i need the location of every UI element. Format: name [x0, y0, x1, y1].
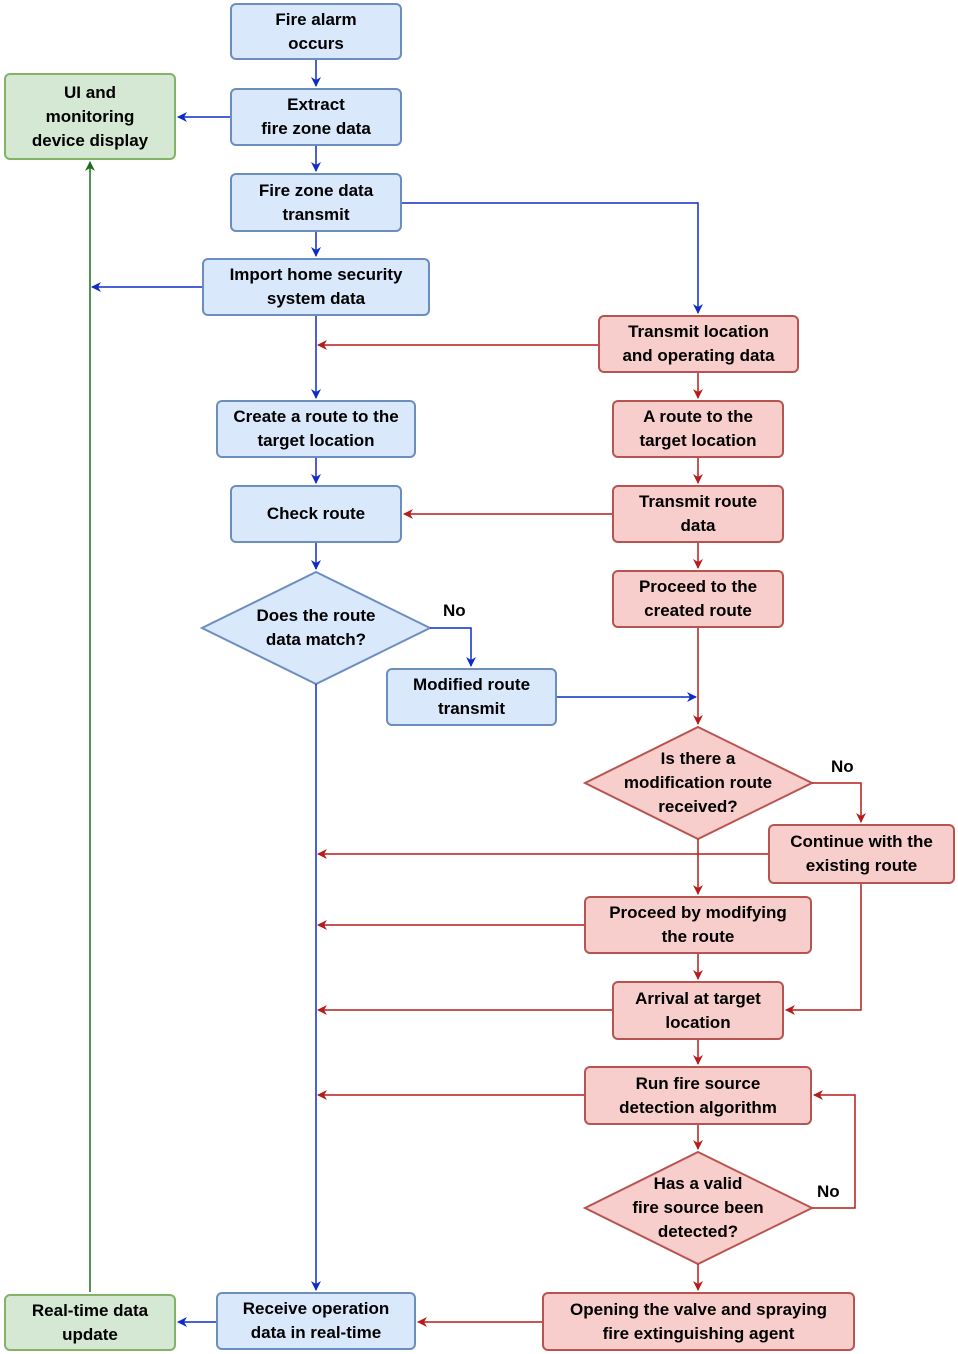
opening-valve-node: Opening the valve and spraying fire exti… [542, 1292, 855, 1351]
receive-operation-node: Receive operation data in real-time [216, 1292, 416, 1350]
arrival-node: Arrival at target location [612, 981, 784, 1040]
realtime-update-node: Real-time data update [4, 1294, 176, 1351]
edge-continue-arrival [785, 884, 862, 1015]
create-route-node: Create a route to the target location [216, 400, 416, 458]
proceed-modifying-node: Proceed by modifying the route [584, 896, 812, 954]
edge-match-no [430, 627, 476, 667]
route-match-text: Does the route data match? [256, 606, 376, 649]
ui-display-node: UI and monitoring device display [4, 73, 176, 160]
no-label-mod-received: No [831, 757, 854, 776]
proceed-created-node: Proceed to the created route [612, 570, 784, 628]
edge-mod-no [812, 782, 866, 823]
continue-existing-node: Continue with the existing route [768, 824, 955, 884]
red-edges [317, 340, 866, 1327]
route-target-node: A route to the target location [612, 400, 784, 458]
extract-node: Extract fire zone data [230, 88, 402, 146]
blue-edges [91, 60, 703, 1327]
fire-alarm-node: Fire alarm occurs [230, 3, 402, 60]
edge-valid-no [812, 1090, 856, 1209]
no-label-route-match: No [443, 601, 466, 620]
check-route-node: Check route [230, 485, 402, 543]
run-detection-node: Run fire source detection algorithm [584, 1066, 812, 1125]
fire-zone-transmit-node: Fire zone data transmit [230, 173, 402, 232]
transmit-route-node: Transmit route data [612, 485, 784, 543]
modified-route-node: Modified route transmit [386, 668, 557, 726]
no-label-valid-source: No [817, 1182, 840, 1201]
mod-received-text: Is there a modification route received? [623, 749, 773, 816]
transmit-location-node: Transmit location and operating data [598, 315, 799, 373]
valid-source-text: Has a valid fire source been detected? [632, 1174, 764, 1241]
import-security-node: Import home security system data [202, 258, 430, 316]
edge-transmit-location [402, 202, 703, 314]
